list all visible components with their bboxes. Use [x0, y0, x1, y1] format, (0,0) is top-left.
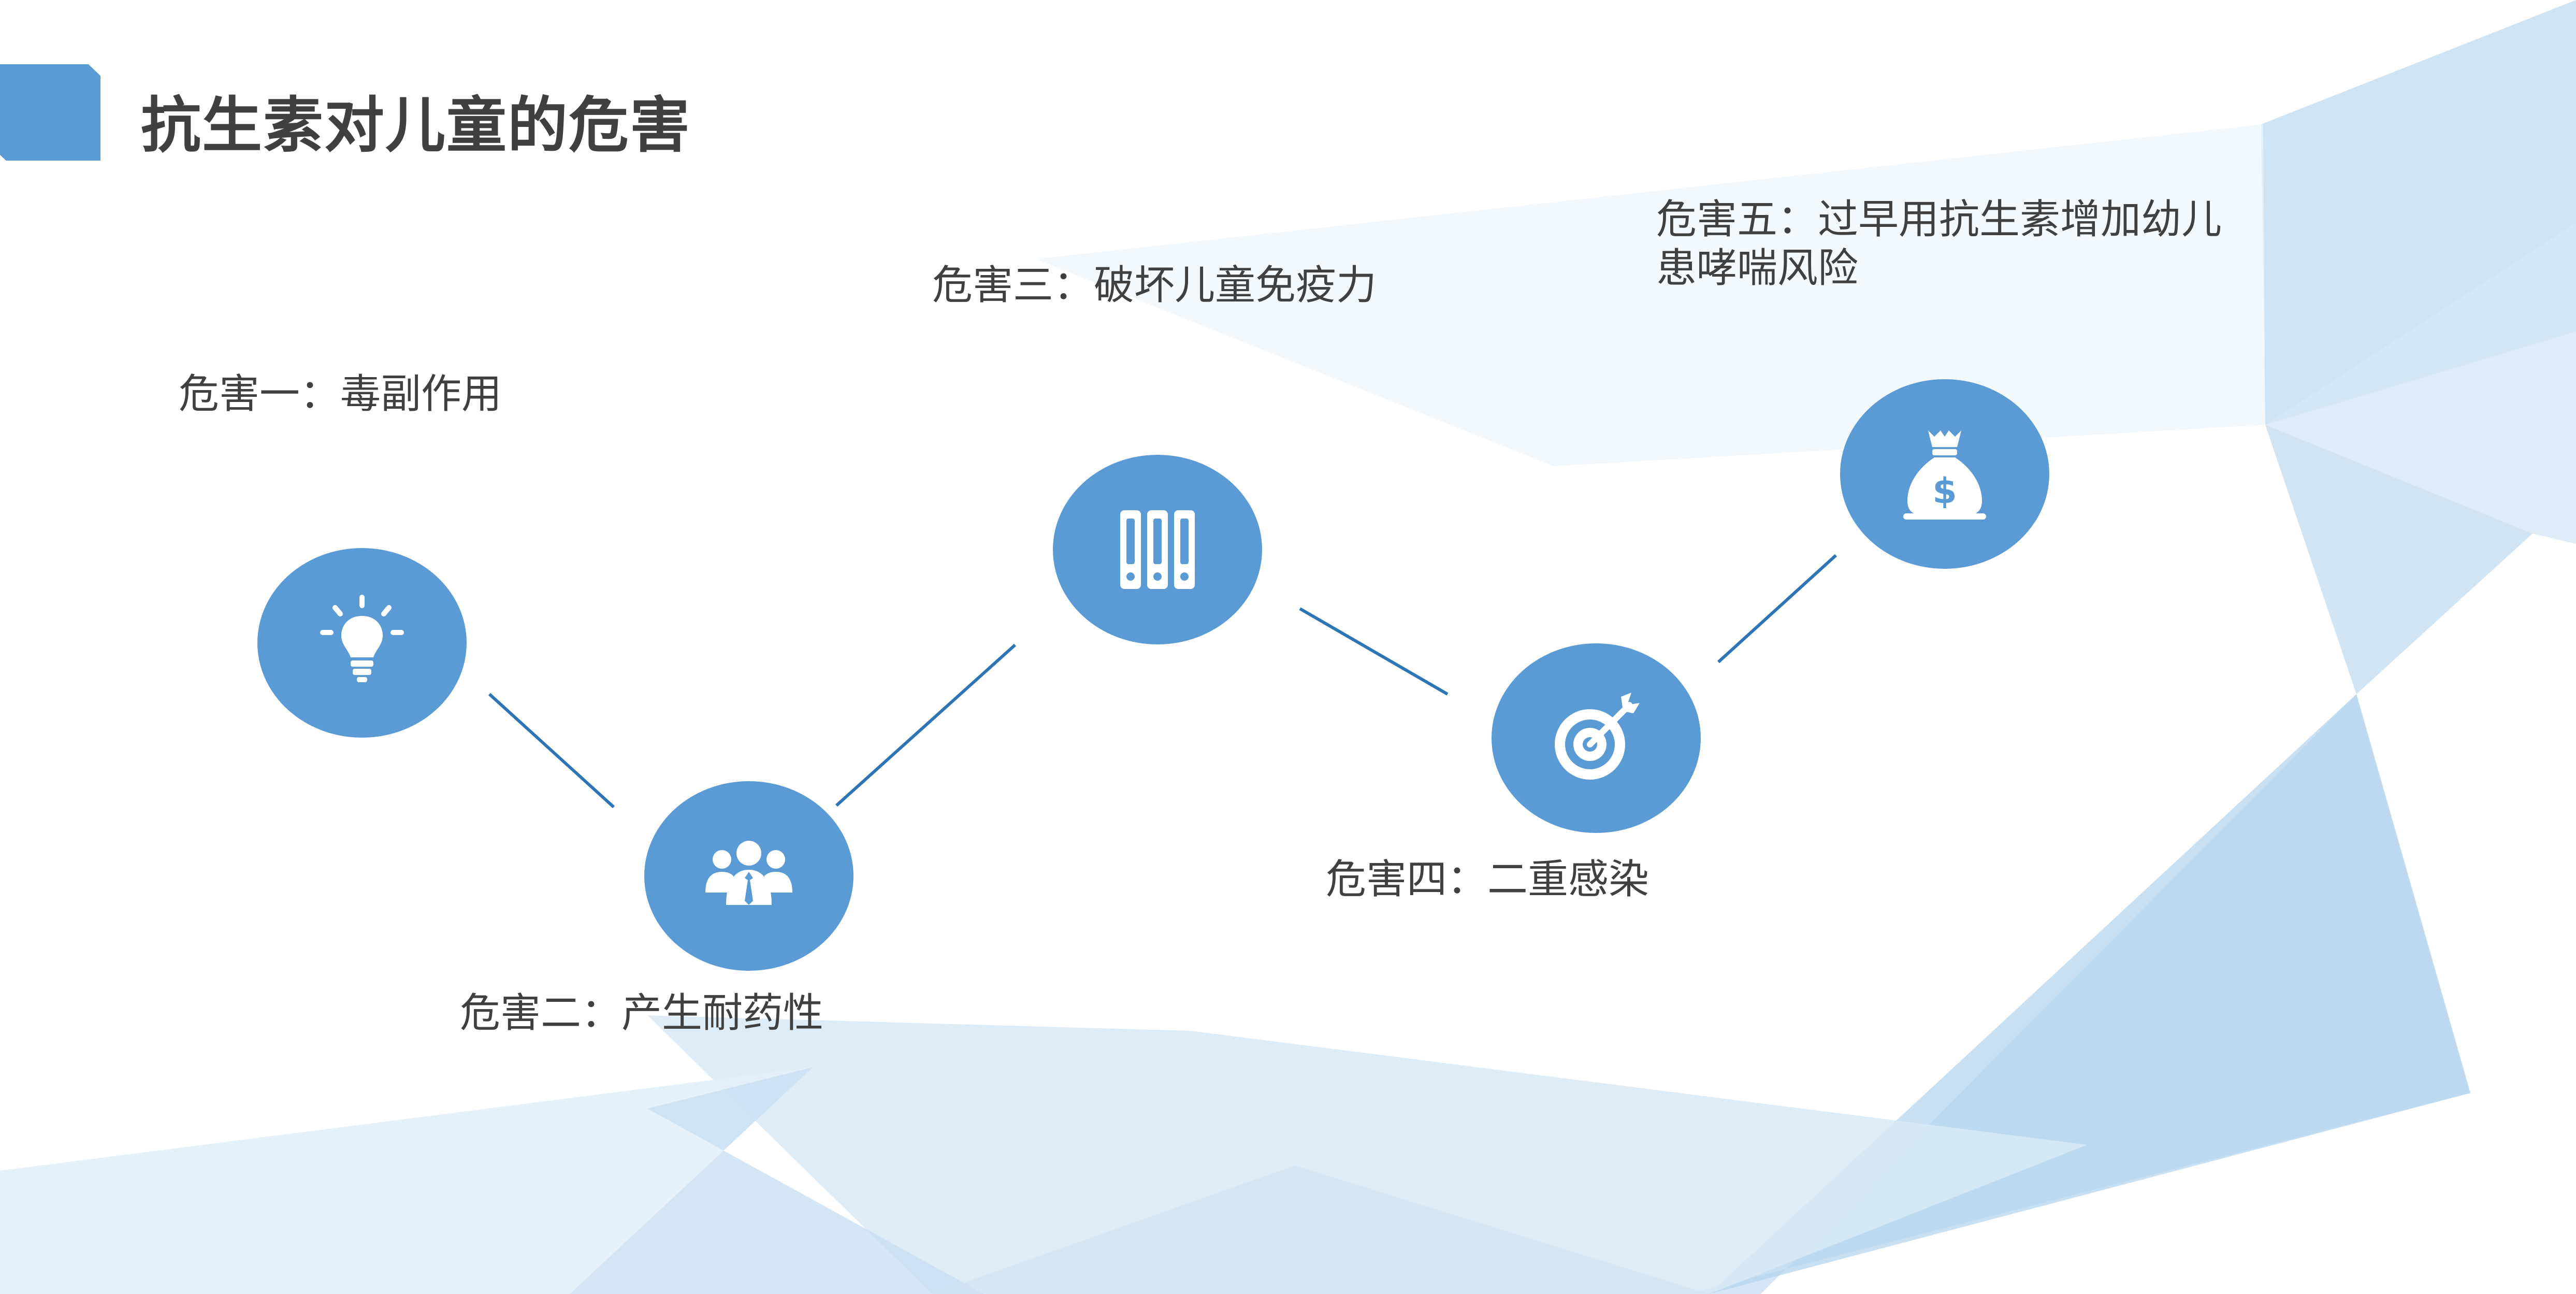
hazard-5-node: $ — [1840, 379, 2049, 569]
hazard-4-label: 危害四：二重感染 — [1326, 856, 1649, 903]
bg-shape-bottom-left-dark — [570, 1067, 984, 1294]
lightbulb-icon — [320, 595, 404, 682]
bg-shape-right-lower — [2265, 425, 2532, 694]
bg-shape-bottom-left — [0, 1067, 813, 1294]
hazard-3-node — [1053, 455, 1262, 644]
connector-4-5 — [1717, 554, 1837, 664]
money-bag-icon: $ — [1903, 430, 1986, 520]
hazard-4-node — [1492, 643, 1701, 833]
bg-shape-bottom-center — [647, 1015, 2087, 1294]
bg-shape-right-band — [2265, 223, 2576, 544]
hazard-2-label: 危害二：产生耐药性 — [460, 990, 824, 1037]
hazard-1-label: 危害一：毒副作用 — [179, 371, 502, 418]
hazard-2-node — [644, 781, 853, 971]
hazard-3-label: 危害三：破坏儿童免疫力 — [932, 262, 1377, 309]
bg-shape-bottom-mid — [932, 1166, 1709, 1294]
svg-text:$: $ — [1932, 471, 1957, 512]
hazard-1-node — [257, 548, 467, 738]
connector-1-2 — [488, 693, 615, 809]
target-icon — [1555, 693, 1640, 780]
connector-2-3 — [835, 643, 1017, 807]
page-title: 抗生素对儿童的危害 — [141, 91, 691, 161]
title-accent-bar — [0, 64, 100, 161]
connector-3-4 — [1299, 607, 1449, 696]
binders-icon — [1120, 510, 1195, 589]
team-icon — [705, 841, 792, 905]
hazard-5-label: 危害五：过早用抗生素增加幼儿患哮喘风险 — [1656, 196, 2222, 292]
